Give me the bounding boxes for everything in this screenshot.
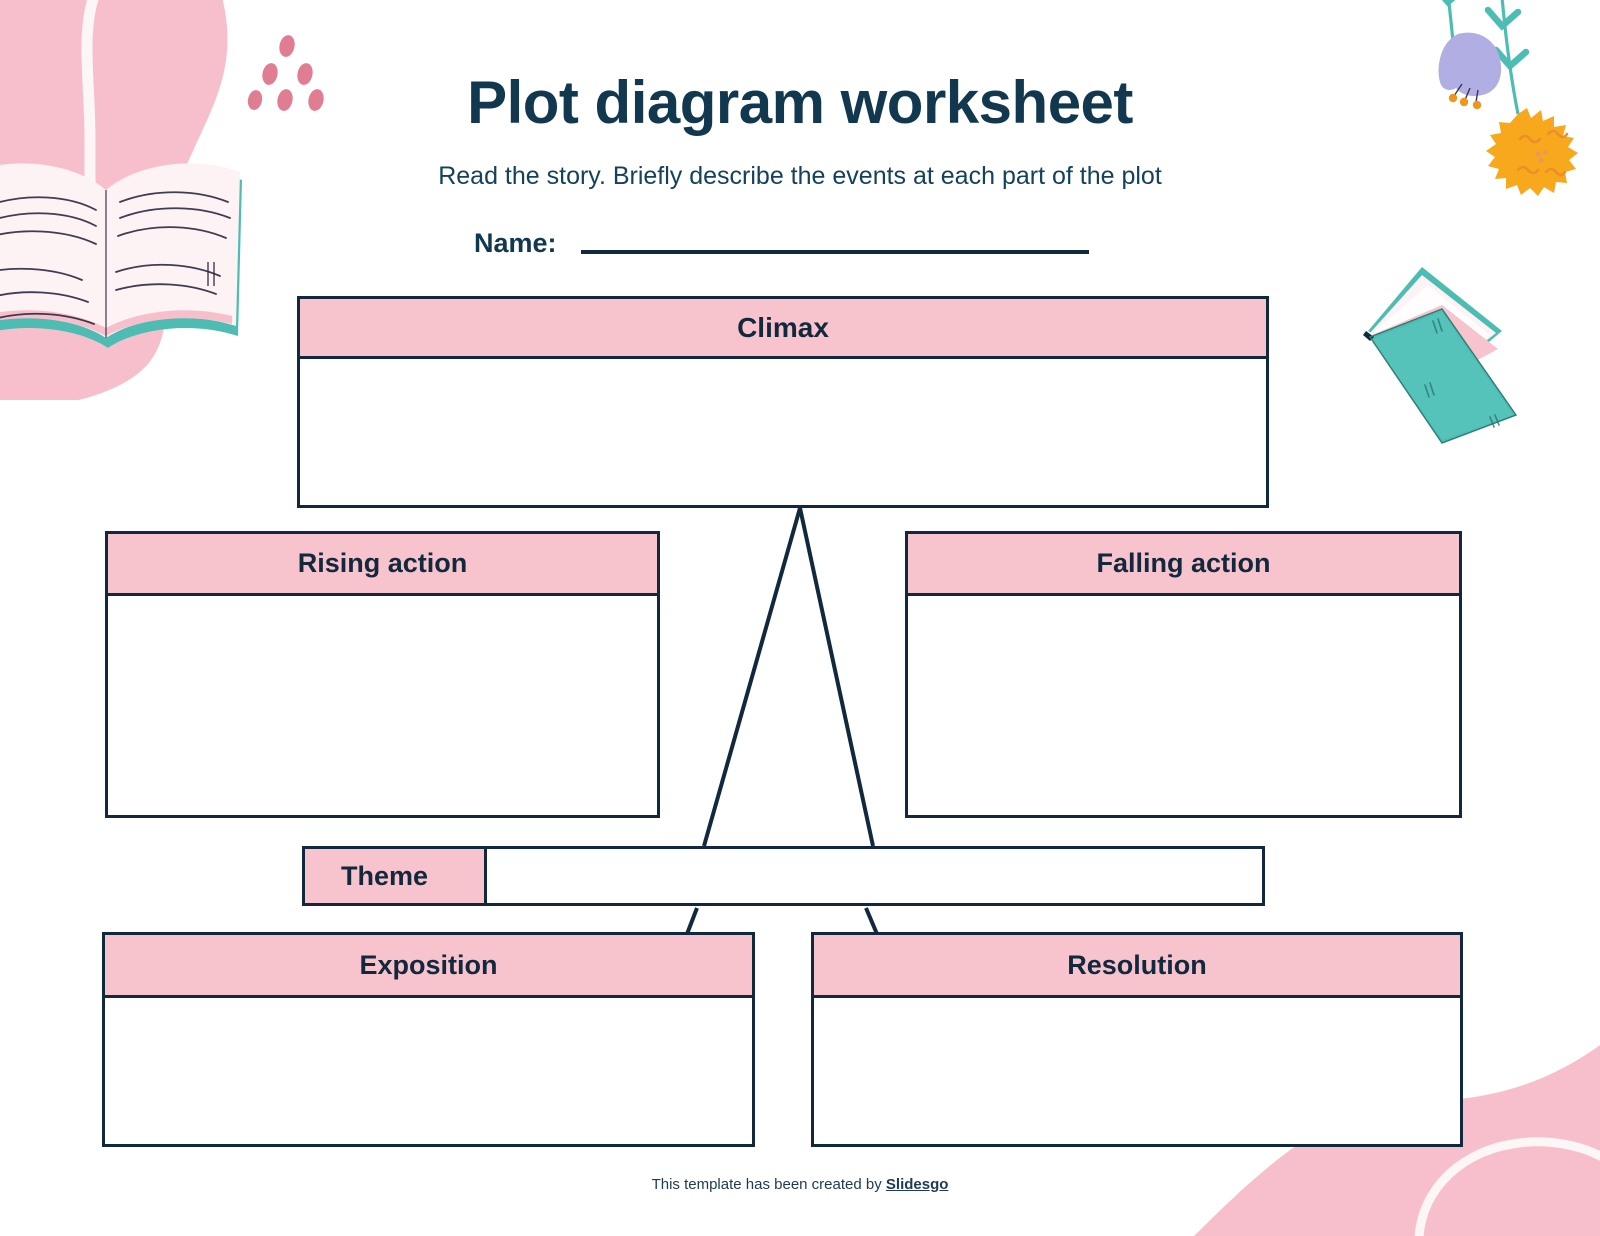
theme-box: Theme <box>302 846 1265 906</box>
resolution-box: Resolution <box>811 932 1463 1147</box>
footer-credit: This template has been created by Slides… <box>0 1176 1600 1193</box>
rising-action-answer-area[interactable] <box>108 596 657 815</box>
resolution-answer-area[interactable] <box>814 998 1460 1144</box>
exposition-header: Exposition <box>105 935 752 998</box>
exposition-answer-area[interactable] <box>105 998 752 1144</box>
theme-label: Theme <box>305 849 487 903</box>
exposition-box: Exposition <box>102 932 755 1147</box>
rising-action-box: Rising action <box>105 531 660 818</box>
climax-header: Climax <box>300 299 1266 359</box>
climax-answer-area[interactable] <box>300 359 1266 505</box>
falling-action-answer-area[interactable] <box>908 596 1459 815</box>
climax-box: Climax <box>297 296 1269 508</box>
page-subtitle: Read the story. Briefly describe the eve… <box>438 162 1162 190</box>
name-input-line[interactable] <box>580 250 1089 254</box>
page-title: Plot diagram worksheet <box>467 69 1133 136</box>
theme-answer-area[interactable] <box>487 849 1262 903</box>
falling-action-box: Falling action <box>905 531 1462 818</box>
slidesgo-link[interactable]: Slidesgo <box>885 1176 949 1193</box>
rising-action-header: Rising action <box>108 534 657 596</box>
name-label: Name: <box>474 228 557 258</box>
name-field-row: Name: <box>474 228 1089 259</box>
falling-action-header: Falling action <box>908 534 1459 596</box>
resolution-header: Resolution <box>814 935 1460 998</box>
footer-text: This template has been created by <box>651 1176 886 1193</box>
